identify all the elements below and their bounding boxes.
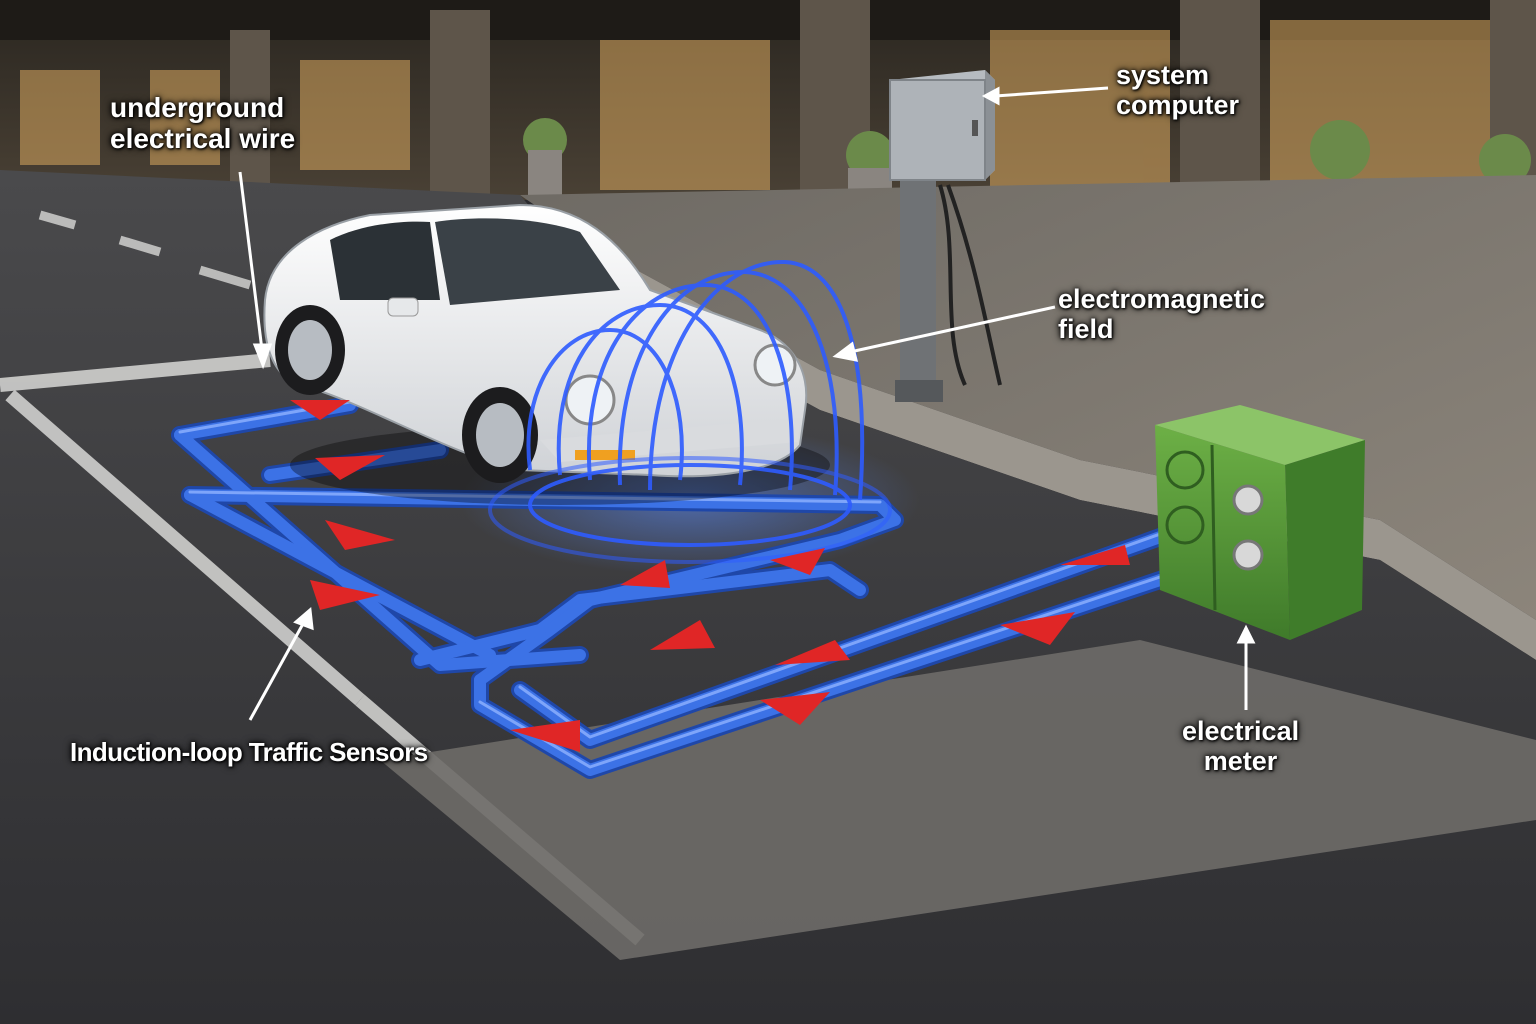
- wire-loops: [171, 396, 1259, 779]
- arrow-5: [620, 560, 670, 588]
- arrow-1: [290, 400, 350, 420]
- label-line: system: [1116, 60, 1210, 90]
- arrow-8: [775, 640, 850, 665]
- label-line: electromagnetic: [1058, 284, 1266, 314]
- arrow-10: [1000, 612, 1075, 645]
- label-line: Induction-loop Traffic Sensors: [70, 737, 428, 767]
- label-line: meter: [1203, 746, 1278, 777]
- car-icon: [263, 203, 830, 505]
- label-line: electrical: [1182, 716, 1300, 746]
- label-electrical-meter: electrical meter: [1182, 716, 1299, 776]
- arrow-9: [760, 692, 830, 725]
- arrow-2: [315, 455, 385, 480]
- leader-arrows: [238, 86, 1256, 721]
- arrow-3: [325, 520, 395, 550]
- label-line: electrical wire: [110, 123, 296, 155]
- label-line: computer: [1116, 90, 1240, 121]
- computer-box-icon: [889, 70, 995, 181]
- label-induction-loop-sensors: Induction-loop Traffic Sensors: [70, 737, 428, 767]
- label-system-computer: system computer: [1116, 60, 1239, 120]
- label-line: field: [1058, 314, 1114, 345]
- label-underground-electrical-wire: underground electrical wire: [110, 92, 295, 155]
- current-direction-arrows: [290, 400, 1130, 752]
- label-electromagnetic-field: electromagnetic field: [1058, 284, 1265, 344]
- arrow-4: [310, 580, 380, 610]
- lane-dashes: [38, 210, 252, 290]
- meter-box-icon: [1155, 405, 1365, 640]
- arrow-6: [770, 548, 825, 575]
- sidewalk: [520, 175, 1536, 620]
- label-line: underground: [110, 92, 285, 123]
- electromagnetic-field-icon: [488, 259, 892, 564]
- pole: [895, 180, 1002, 402]
- arrow-7: [650, 620, 715, 650]
- arrow-11: [1060, 545, 1130, 565]
- arrow-12: [510, 720, 580, 752]
